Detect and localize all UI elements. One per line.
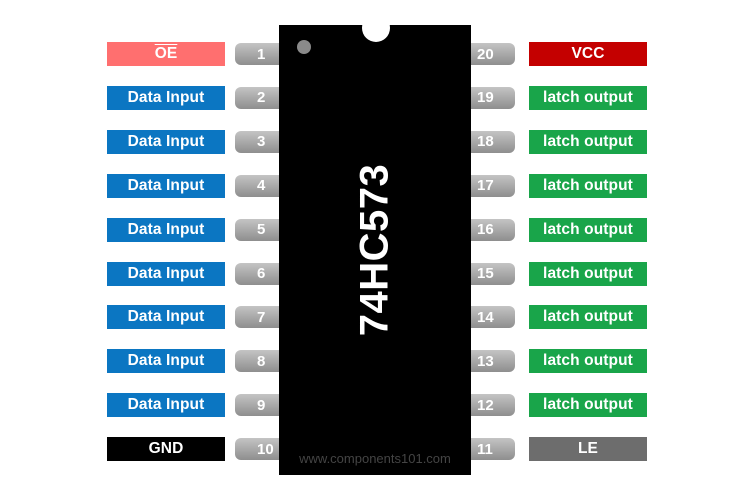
pin-function-label: Data Input	[107, 393, 225, 418]
left-pin-row: GND 10	[0, 437, 750, 462]
pin-function-label: Data Input	[107, 173, 225, 198]
pin-number: 7	[235, 306, 279, 329]
pin1-indicator-dot	[297, 40, 311, 54]
pin-function-label: GND	[107, 437, 225, 462]
pin-function-label: Data Input	[107, 217, 225, 242]
pin-function-label: Data Input	[107, 261, 225, 286]
pin-number: 16	[471, 218, 515, 241]
pin-function-label: latch output	[529, 173, 647, 198]
pin-number: 11	[471, 438, 515, 461]
right-pin-row: latch output 17	[0, 173, 750, 198]
right-pin-row: latch output 12	[0, 393, 750, 418]
pin-number: 20	[471, 43, 515, 65]
pin-function-label: Data Input	[107, 85, 225, 110]
pin-function-label: Data Input	[107, 129, 225, 154]
pin-function-label: latch output	[529, 261, 647, 286]
pin-number: 8	[235, 350, 279, 373]
left-pin-row: Data Input 6	[0, 261, 750, 286]
pin-number: 3	[235, 130, 279, 153]
pin-function-label: latch output	[529, 85, 647, 110]
pin-function-label: VCC	[529, 42, 647, 66]
pin-function-label: LE	[529, 437, 647, 462]
pin-number: 5	[235, 218, 279, 241]
left-pin-row: Data Input 3	[0, 129, 750, 154]
pin-function-label: OE	[107, 42, 225, 66]
right-pin-row: LE 11	[0, 437, 750, 462]
pin-number: 14	[471, 306, 515, 329]
watermark-text: www.components101.com	[299, 451, 451, 466]
right-pin-row: latch output 13	[0, 349, 750, 374]
pin-number: 2	[235, 86, 279, 109]
pin-function-label: latch output	[529, 129, 647, 154]
left-pin-row: Data Input 2	[0, 85, 750, 110]
pin-number: 18	[471, 130, 515, 153]
right-pin-row: VCC 20	[0, 42, 750, 66]
right-pin-row: latch output 14	[0, 305, 750, 330]
right-pin-row: latch output 19	[0, 85, 750, 110]
pin-number: 6	[235, 262, 279, 285]
chip-part-number: 74HC573	[352, 163, 397, 337]
pin-number: 1	[235, 43, 279, 65]
pin-number: 19	[471, 86, 515, 109]
left-pin-row: Data Input 7	[0, 305, 750, 330]
pin-number: 10	[235, 438, 279, 461]
left-pin-row: Data Input 4	[0, 173, 750, 198]
pin-number: 15	[471, 262, 515, 285]
pin-number: 17	[471, 174, 515, 197]
left-pin-row: Data Input 8	[0, 349, 750, 374]
right-pin-row: latch output 15	[0, 261, 750, 286]
ic-package-body	[279, 25, 471, 475]
pin-function-label: Data Input	[107, 305, 225, 330]
pin-function-label: latch output	[529, 349, 647, 374]
right-pin-row: latch output 18	[0, 129, 750, 154]
pin-number: 9	[235, 394, 279, 417]
pin-function-label: latch output	[529, 305, 647, 330]
right-pin-row: latch output 16	[0, 217, 750, 242]
left-pin-row: Data Input 9	[0, 393, 750, 418]
pin-number: 12	[471, 394, 515, 417]
pin-function-label: latch output	[529, 217, 647, 242]
left-pin-row: OE 1	[0, 42, 750, 66]
pin-number: 4	[235, 174, 279, 197]
pin-number: 13	[471, 350, 515, 373]
pin-function-label: Data Input	[107, 349, 225, 374]
package-notch	[362, 14, 390, 42]
pin-function-label: latch output	[529, 393, 647, 418]
left-pin-row: Data Input 5	[0, 217, 750, 242]
